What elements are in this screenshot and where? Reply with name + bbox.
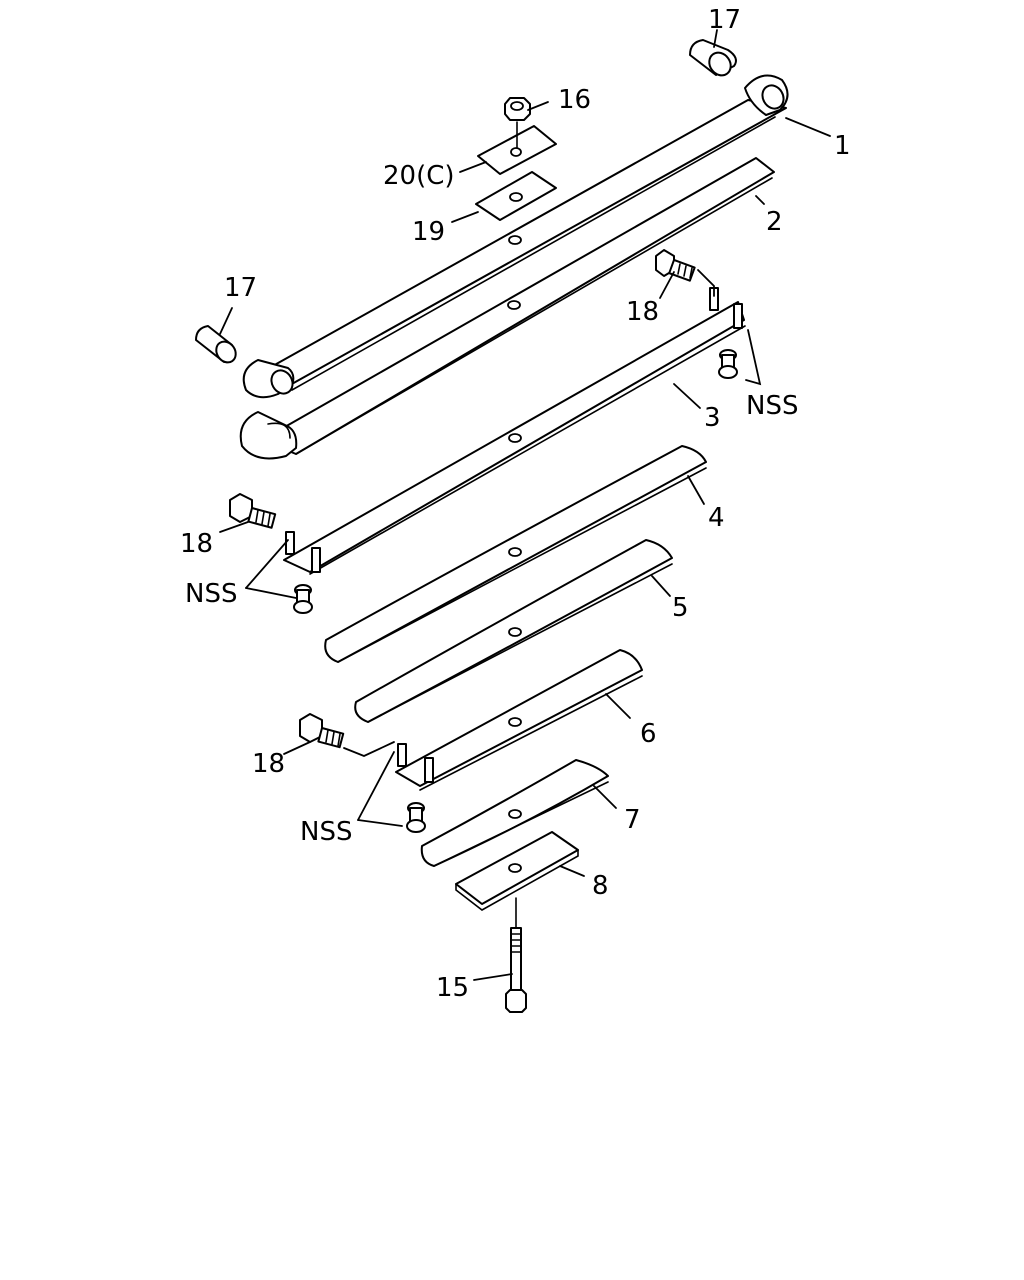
callout-17-left: 17 [224,273,257,303]
callout-nss-right: NSS [746,391,798,421]
center-holes [507,147,523,873]
nut-16[interactable] [504,97,531,151]
callout-15: 15 [436,973,469,1003]
callout-8: 8 [592,871,609,901]
callout-6: 6 [640,719,657,749]
callout-20c: 20(C) [383,161,455,191]
callout-18-mid: 18 [180,529,213,559]
callout-17-top: 17 [708,5,741,35]
callout-3: 3 [704,403,721,433]
callout-4: 4 [708,503,725,533]
callout-nss-mid: NSS [185,579,237,609]
leader-lines [219,29,831,981]
main-leaf-1[interactable] [242,74,789,399]
screw-nss-right[interactable] [718,349,738,379]
bolt-18-lower[interactable] [299,713,345,749]
callout-7: 7 [624,805,641,835]
callout-1: 1 [834,131,851,161]
center-bolt-15[interactable] [505,897,527,1013]
screw-nss-lower[interactable] [406,802,426,833]
callout-19: 19 [412,217,445,247]
callout-nss-lower: NSS [300,817,352,847]
callout-18-lower: 18 [252,749,285,779]
bushing-17-left[interactable] [195,325,240,366]
bolt-18-upper[interactable] [655,249,696,282]
callout-labels: 17 1 16 20(C) 19 2 17 18 NSS 3 4 18 NSS … [180,5,851,1003]
callout-2: 2 [766,207,783,237]
bolt-18-mid[interactable] [229,493,277,529]
callout-16: 16 [558,85,591,115]
callout-18-upper: 18 [626,297,659,327]
callout-5: 5 [672,593,689,623]
screw-nss-mid[interactable] [293,584,313,614]
bushing-17-top[interactable] [689,39,737,80]
